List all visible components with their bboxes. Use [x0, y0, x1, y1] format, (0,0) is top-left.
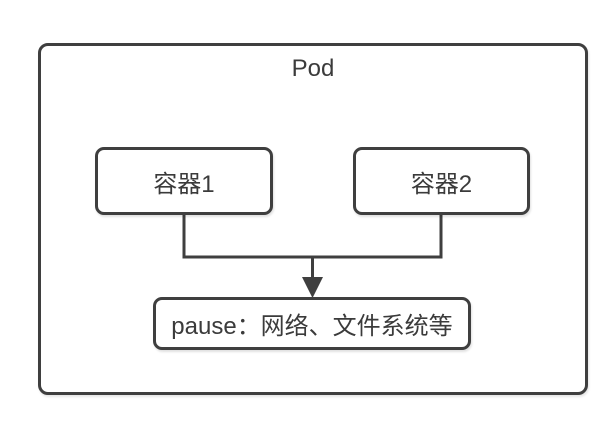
node-container-2-label: 容器2	[410, 170, 473, 198]
node-pause-label: pause：网络、文件系统等	[171, 313, 453, 340]
node-pause: pause：网络、文件系统等	[153, 297, 471, 350]
node-container-1: 容器1	[95, 147, 273, 215]
node-container-1-label: 容器1	[153, 170, 215, 198]
node-container-2: 容器2	[353, 147, 530, 215]
pod-label: Pod	[291, 55, 335, 82]
